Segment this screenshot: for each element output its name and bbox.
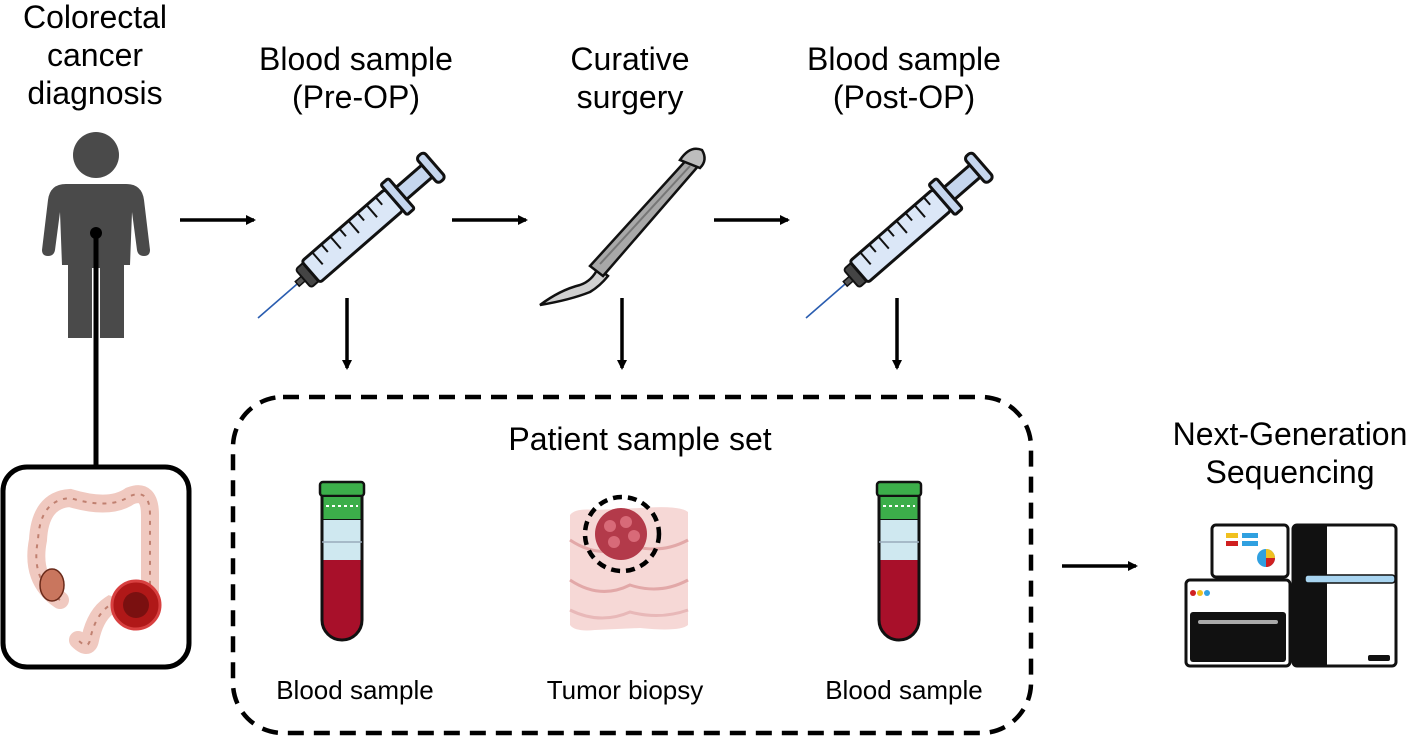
syringe-icon-post-op <box>791 147 998 335</box>
diagnosis-line-2: cancer <box>46 37 144 73</box>
blood-tube-icon-pre-op <box>318 480 366 642</box>
sample-set-box <box>230 394 1034 736</box>
colon-icon <box>0 464 192 670</box>
ngs-label: Next-Generation Sequencing <box>1150 415 1420 491</box>
step-diagnosis-label: Colorectal cancer diagnosis <box>0 0 190 112</box>
scalpel-icon <box>539 147 706 307</box>
diagnosis-line-3: diagnosis <box>27 75 163 111</box>
ngs-line-2: Sequencing <box>1205 454 1375 490</box>
post-op-line-1: Blood sample <box>807 41 1001 77</box>
step-post-op-label: Blood sample (Post-OP) <box>784 40 1024 116</box>
post-op-line-2: (Post-OP) <box>832 79 976 115</box>
sample-set-item-tumor: Tumor biopsy <box>546 675 704 705</box>
sample-set-title: Patient sample set <box>508 421 772 457</box>
tumor-biopsy-icon <box>569 494 689 631</box>
sample-set-item-blood-pre: Blood sample <box>276 675 434 705</box>
ngs-line-1: Next-Generation <box>1172 416 1408 452</box>
blood-tube-icon-post-op <box>875 480 923 642</box>
diagnosis-line-1: Colorectal <box>22 0 168 35</box>
step-surgery-label: Curative surgery <box>530 40 730 116</box>
surgery-line-2: surgery <box>576 79 684 115</box>
sequencer-icon <box>1184 523 1398 668</box>
surgery-line-1: Curative <box>570 41 690 77</box>
sample-set-item-blood-post: Blood sample <box>825 675 983 705</box>
pre-op-line-1: Blood sample <box>259 41 453 77</box>
pre-op-line-2: (Pre-OP) <box>292 79 420 115</box>
step-pre-op-label: Blood sample (Pre-OP) <box>236 40 476 116</box>
